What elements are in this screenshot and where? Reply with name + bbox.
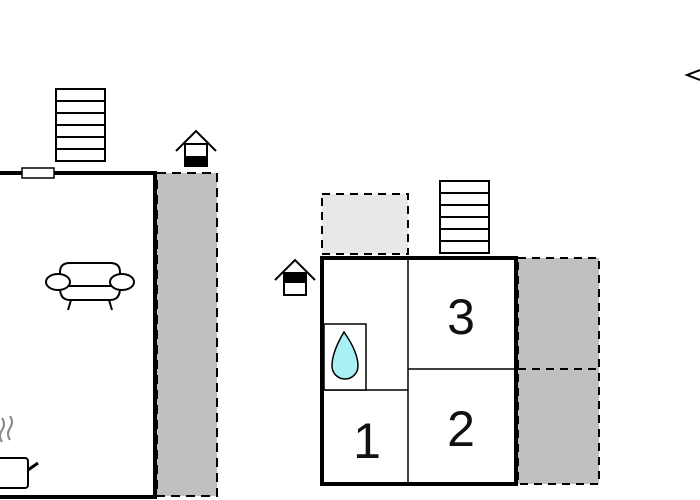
right-building: 3 2 1: [274, 180, 600, 486]
room-label-2: 2: [447, 401, 475, 457]
water-drop-icon: [331, 330, 359, 380]
left-building: [0, 88, 218, 499]
stairs-icon: [439, 180, 490, 254]
compass-arrow-icon: [684, 69, 700, 81]
terrace-right: [517, 257, 600, 485]
stairs-icon: [55, 88, 106, 162]
room-label-1: 1: [353, 413, 381, 469]
kitchen-pot-icon: [0, 415, 39, 489]
sofa-icon: [45, 262, 135, 311]
window: [21, 167, 55, 179]
entrance-icon: [274, 258, 316, 296]
entrance-icon: [175, 129, 217, 167]
terrace-left: [156, 172, 218, 497]
left-building-walls: [0, 171, 157, 499]
light-area: [321, 193, 409, 255]
room-label-3: 3: [447, 289, 475, 345]
